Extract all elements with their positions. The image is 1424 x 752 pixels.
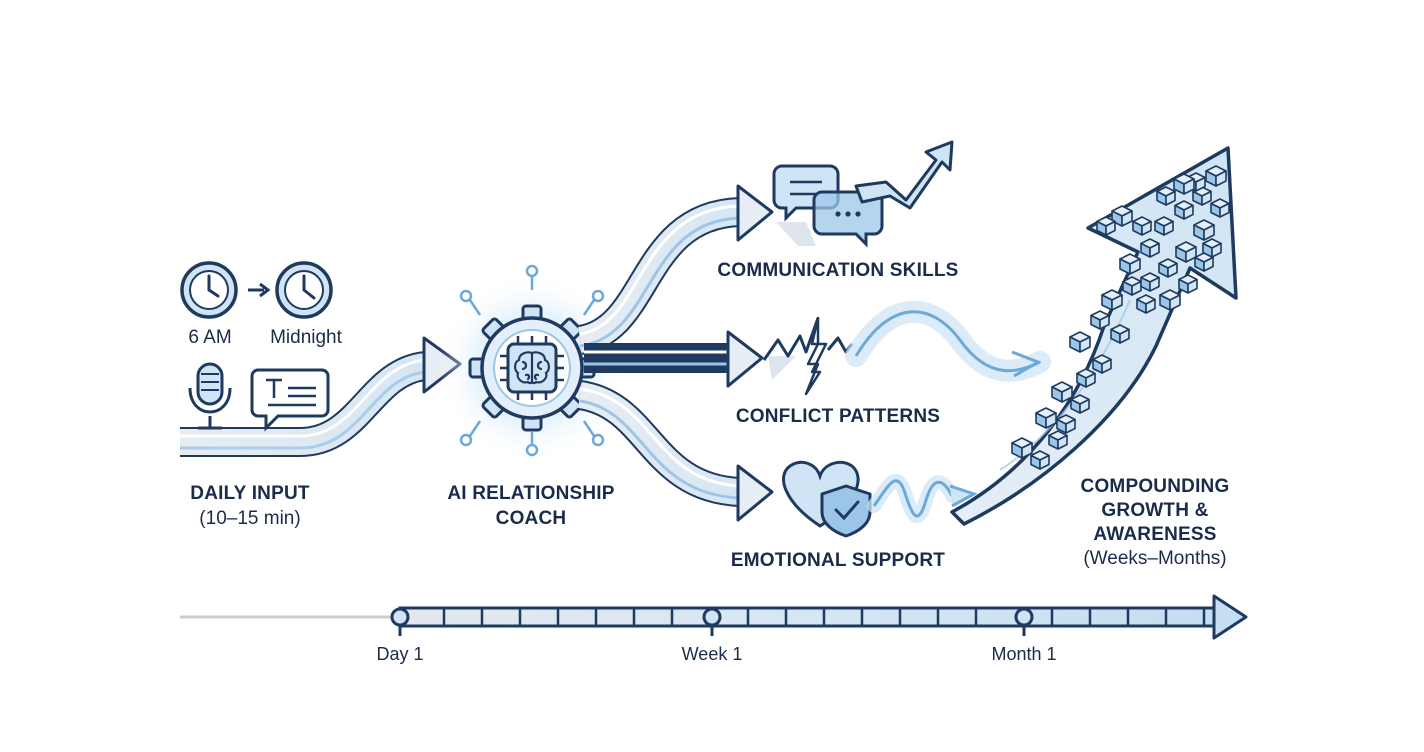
cube-icon [1178,274,1198,294]
timeline-marker [1014,607,1034,636]
timeline-label-week: Week 1 [681,644,743,664]
cube-icon [1154,216,1174,236]
cube-icon [1051,381,1073,403]
coach-title-line1: AI RELATIONSHIP [447,483,615,504]
clock-icon [275,261,333,319]
cube-icon [1173,173,1195,195]
heart-shield-icon [782,460,872,538]
branch-label-conflict: CONFLICT PATTERNS [735,406,941,427]
coach-node [437,264,627,463]
cube-icon [1070,394,1090,414]
outcome-subtitle: (Weeks–Months) [1083,548,1227,569]
cube-icon [1193,219,1215,241]
clock-icon [180,261,238,319]
cube-icon [1119,253,1141,275]
cube-icon [1076,368,1096,388]
cube-icon [1048,430,1068,450]
cube-icon [1174,200,1194,220]
time-end-label: Midnight [270,327,342,348]
cube-icon [1111,205,1133,227]
cube-icon [1132,216,1152,236]
cube-icon [1202,238,1222,258]
coach-title-line2: COACH [495,508,567,529]
cube-icon [1140,238,1160,258]
cube-icon [1096,216,1116,236]
cube-icon [1205,165,1227,187]
lightning-crack-icon [762,316,854,396]
growth-arrow-icon [950,146,1238,526]
cube-icon [1156,186,1176,206]
cube-icon [1210,198,1230,218]
outcome-line1: COMPOUNDING [1080,476,1230,497]
cube-icon [1175,241,1197,263]
timeline-marker [702,607,722,636]
outcome-line2: GROWTH & [1101,500,1209,521]
timeline-label-month: Month 1 [991,644,1057,664]
cube-icon [1192,186,1212,206]
branch-label-emotional: EMOTIONAL SUPPORT [730,550,946,571]
outcome-line3: AWARENESS [1093,524,1217,545]
cube-icon [1101,289,1123,311]
flow-waves [845,300,1051,523]
timeline-marker [390,607,410,636]
cube-icon [1140,272,1160,292]
cube-icon [1092,354,1112,374]
cube-icon [1110,324,1130,344]
timeline [180,594,1248,640]
cube-icon [1056,414,1076,434]
input-title: DAILY INPUT [190,483,310,504]
cube-icon [1011,437,1033,459]
cube-icon [1069,331,1091,353]
growth-zigzag-arrow [854,140,954,210]
cube-icon [1030,450,1050,470]
arrow-right-icon [248,282,271,298]
text-message-icon [250,368,330,432]
microphone-icon [188,362,232,430]
input-subtitle: (10–15 min) [199,508,301,529]
growth-cubes [1011,165,1230,470]
cube-icon [1122,276,1142,296]
brain-chip-icon [514,351,550,385]
cube-icon [1090,310,1110,330]
cube-icon [1136,294,1156,314]
cube-icon [1159,289,1181,311]
chat-bubbles-icon [772,164,884,248]
branch-label-communication: COMMUNICATION SKILLS [717,260,959,281]
timeline-label-day: Day 1 [376,644,424,664]
time-start-label: 6 AM [188,327,232,348]
cube-icon [1035,407,1057,429]
branch-bands [576,184,774,522]
cube-icon [1158,258,1178,278]
